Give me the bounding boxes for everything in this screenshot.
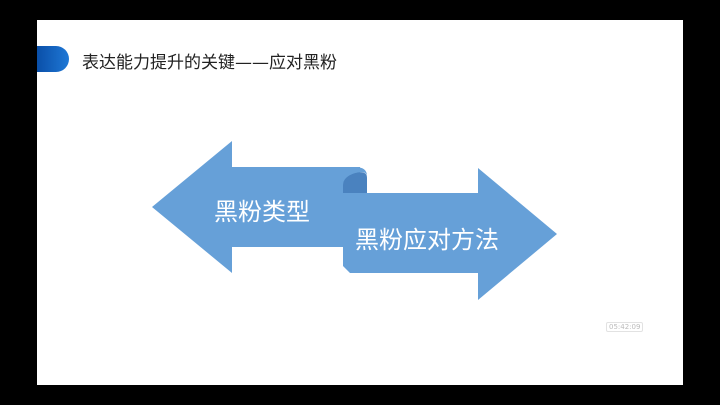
title-accent-bar [37,46,69,72]
slide-title: 表达能力提升的关键——应对黑粉 [82,53,337,73]
right-arrow [343,168,557,300]
right-arrow-label: 黑粉应对方法 [355,226,499,254]
scroll-curl-top [343,167,367,185]
left-arrow-label: 黑粉类型 [214,198,310,226]
left-arrow [152,141,360,273]
timestamp: 05:42:09 [606,322,644,332]
scroll-curl [343,172,367,193]
